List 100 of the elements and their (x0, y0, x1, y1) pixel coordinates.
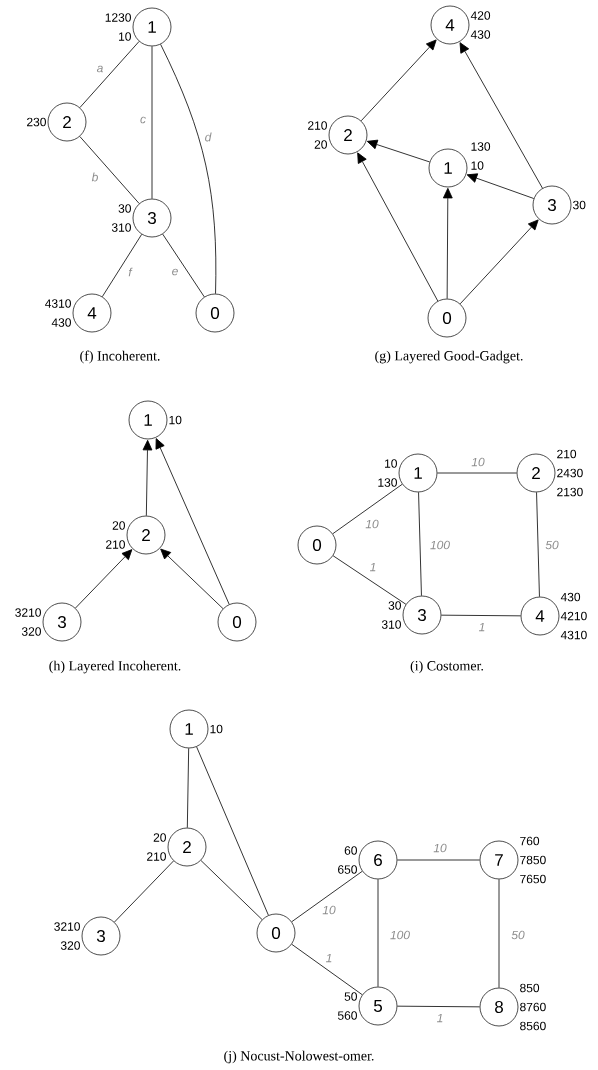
graph-node: 7 (479, 840, 519, 880)
graph-node: 2 (126, 515, 166, 555)
edge-line (196, 746, 269, 916)
node-value: 2430 (557, 468, 583, 478)
edge-line (360, 39, 437, 122)
node-value: 7650 (520, 874, 546, 884)
edge-line (291, 943, 363, 996)
edge-label: a (95, 64, 105, 74)
node-value: 430 (560, 592, 581, 602)
graph-node: 0 (297, 525, 337, 565)
node-value: 10 (385, 459, 397, 468)
edge-label: b (90, 171, 100, 183)
edge-line (291, 870, 363, 923)
node-value: 320 (21, 627, 41, 636)
edge-label: 10 (470, 456, 486, 468)
edge-line (142, 439, 153, 517)
edge-line (160, 43, 217, 295)
graph-node: 1 (132, 7, 172, 47)
edge-line (536, 491, 540, 598)
subfigure-caption: (f) Incoherent. (80, 350, 160, 364)
graph-node: 3 (81, 916, 121, 956)
graph-node: 3 (42, 602, 82, 642)
graph-node: 6 (358, 840, 398, 880)
edge-label: d (203, 131, 213, 143)
node-value: 8560 (520, 1021, 546, 1031)
node-value: 310 (381, 620, 401, 629)
edge-line (155, 438, 230, 605)
graph-node: 2 (167, 827, 207, 867)
node-value: 7850 (520, 855, 546, 865)
node-value: 760 (520, 836, 540, 846)
node-value: 20 (153, 833, 166, 842)
edge-line (75, 549, 133, 609)
edge-label: 10 (432, 842, 448, 854)
node-value: 4210 (560, 611, 587, 621)
node-value: 4310 (45, 299, 71, 308)
node-value: 320 (60, 941, 80, 950)
node-value: 30 (573, 200, 586, 210)
graph-node: 0 (217, 602, 257, 642)
node-value: 30 (118, 204, 131, 213)
graph-node: 3 (532, 185, 572, 225)
edge-line (440, 614, 522, 617)
node-value: 430 (51, 318, 71, 327)
graph-node: 3 (132, 198, 172, 238)
node-value: 420 (470, 11, 491, 20)
edge-label: c (139, 115, 147, 125)
edge-line (366, 139, 431, 163)
node-value: 3210 (54, 922, 80, 931)
edge-line (442, 187, 453, 300)
subfigure-caption: (i) Costomer. (410, 660, 483, 674)
edge-label: f (127, 266, 133, 278)
node-value: 10 (119, 32, 131, 41)
edge-label: 1 (435, 1012, 445, 1024)
edge-line (396, 1005, 481, 1008)
edge-line (459, 42, 543, 189)
node-value: 560 (337, 1011, 357, 1020)
graph-node: 1 (128, 400, 168, 440)
node-value: 650 (338, 865, 357, 874)
subfigure-caption: (h) Layered Incoherent. (49, 660, 181, 674)
graph-node: 2 (47, 102, 87, 142)
graph-node: 8 (479, 987, 519, 1027)
graph-node: 1 (428, 148, 468, 188)
edge-line (160, 548, 224, 610)
node-value: 1230 (105, 13, 131, 22)
edge-line (101, 233, 143, 298)
edge-label: 100 (429, 539, 451, 551)
graph-node: 2 (516, 453, 556, 493)
edge-line (459, 219, 539, 305)
graph-node: 2 (328, 115, 368, 155)
edge-line (466, 173, 535, 199)
edge-label: e (170, 267, 180, 277)
node-value: 10 (210, 724, 223, 734)
edge-label: 50 (510, 929, 526, 941)
edge-line (498, 878, 500, 989)
edge-label: 10 (364, 518, 380, 530)
node-value: 210 (308, 121, 327, 130)
node-value: 8760 (520, 1002, 546, 1012)
node-value: 30 (388, 601, 401, 610)
node-value: 130 (471, 142, 491, 151)
edge-line (162, 233, 205, 298)
edge-line (436, 472, 518, 474)
node-value: 210 (106, 540, 125, 549)
edge-line (332, 555, 407, 605)
graph-node: 0 (256, 913, 296, 953)
edge-line (151, 45, 153, 200)
node-value: 10 (169, 415, 182, 425)
edge-line (79, 41, 140, 108)
graph-node: 3 (402, 595, 442, 635)
node-value: 50 (344, 992, 357, 1001)
node-value: 210 (147, 852, 166, 861)
graph-node: 1 (398, 453, 438, 493)
edge-label: 100 (389, 929, 411, 941)
edge-line (418, 491, 422, 597)
edge-label: 1 (324, 952, 334, 964)
edge-line (396, 859, 481, 861)
node-value: 20 (112, 521, 125, 530)
node-value: 20 (314, 140, 327, 149)
edge-line (200, 860, 263, 920)
node-value: 10 (471, 161, 484, 170)
node-value: 850 (520, 983, 540, 993)
node-value: 210 (557, 449, 577, 459)
